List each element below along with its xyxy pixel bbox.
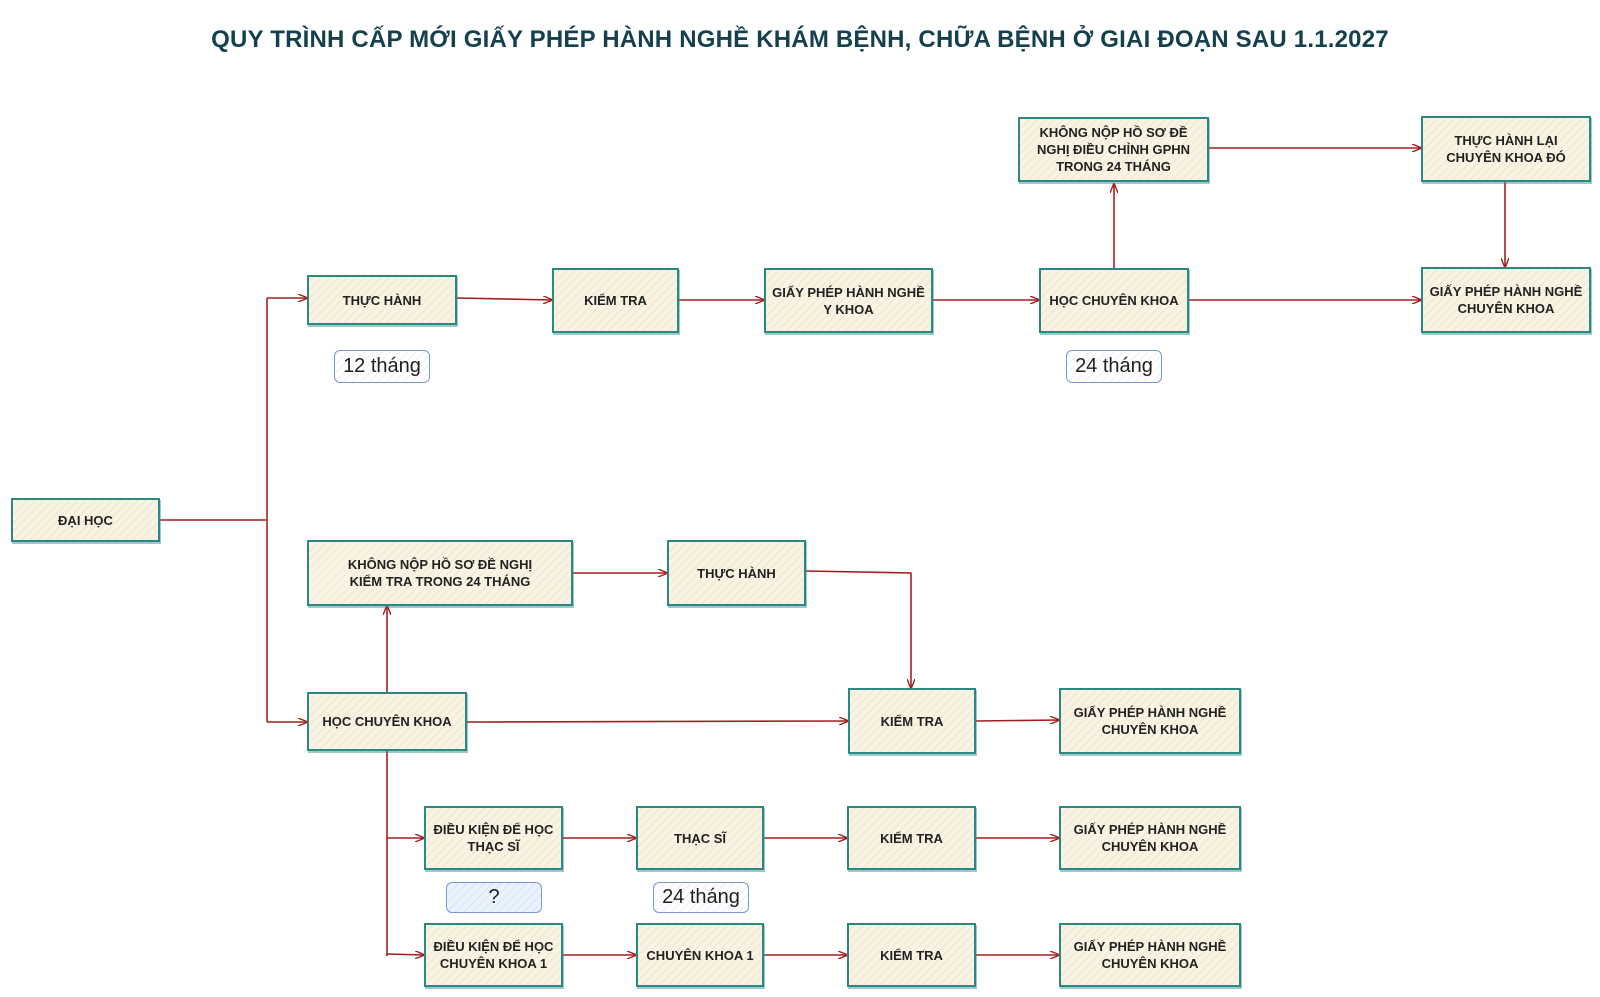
node-khong-nop-kiem-tra: KHÔNG NỘP HỒ SƠ ĐỀ NGHỊ KIỂM TRA TRONG 2… [307, 540, 573, 606]
node-kiem-tra-ck1: KIỂM TRA [847, 923, 976, 987]
node-label: THỰC HÀNH LẠI CHUYÊN KHOA ĐÓ [1446, 133, 1566, 165]
node-hoc-chuyen-khoa-mid: HỌC CHUYÊN KHOA [307, 692, 467, 751]
node-label: ĐIỀU KIỆN ĐỂ HỌC CHUYÊN KHOA 1 [433, 939, 554, 971]
node-label: GIẤY PHÉP HÀNH NGHỀ CHUYÊN KHOA [1429, 284, 1583, 316]
node-gphn-chuyen-khoa-ck1: GIẤY PHÉP HÀNH NGHỀ CHUYÊN KHOA [1059, 923, 1241, 987]
node-label: HỌC CHUYÊN KHOA [322, 714, 452, 729]
edge-hocck-kiemtra-mid [466, 721, 848, 722]
node-chuyen-khoa-1: CHUYÊN KHOA 1 [636, 923, 764, 987]
node-hoc-chuyen-khoa-top: HỌC CHUYÊN KHOA [1039, 268, 1189, 333]
node-kiem-tra-ts: KIỂM TRA [847, 806, 976, 870]
node-label: THỰC HÀNH [697, 565, 776, 581]
node-kiem-tra-top: KIỂM TRA [552, 268, 679, 333]
node-label: GIẤY PHÉP HÀNH NGHỀ Y KHOA [772, 284, 925, 317]
node-label: KHÔNG NỘP HỒ SƠ ĐỀ NGHỊ ĐIỀU CHỈNH GPHN … [1036, 125, 1191, 174]
node-thuc-hanh-top: THỰC HÀNH [307, 275, 457, 325]
node-gphn-chuyen-khoa-ts: GIẤY PHÉP HÀNH NGHỀ CHUYÊN KHOA [1059, 806, 1241, 870]
node-gphn-chuyen-khoa-mid: GIẤY PHÉP HÀNH NGHỀ CHUYÊN KHOA [1059, 688, 1241, 754]
node-label: HỌC CHUYÊN KHOA [1049, 293, 1179, 308]
node-kiem-tra-mid: KIỂM TRA [848, 688, 976, 754]
node-dai-hoc: ĐẠI HỌC [11, 498, 160, 542]
node-dieu-kien-ck1: ĐIỀU KIỆN ĐỂ HỌC CHUYÊN KHOA 1 [424, 923, 563, 987]
duration-note-thac-si: 24 tháng [653, 882, 749, 913]
edge-thuchanh-kiemtra [456, 298, 552, 300]
edge-down-to-dkck1 [386, 954, 424, 955]
node-gphn-y-khoa: GIẤY PHÉP HÀNH NGHỀ Y KHOA [764, 268, 933, 333]
node-label: ĐẠI HỌC [58, 512, 113, 528]
node-label: ĐIỀU KIỆN ĐỂ HỌC THẠC SĨ [433, 822, 554, 854]
node-khong-nop-dieu-chinh: KHÔNG NỘP HỒ SƠ ĐỀ NGHỊ ĐIỀU CHỈNH GPHN … [1018, 117, 1209, 182]
node-label: KIỂM TRA [880, 830, 943, 846]
node-label: GIẤY PHÉP HÀNH NGHỀ CHUYÊN KHOA [1073, 705, 1227, 737]
duration-note-hoc-chuyen-khoa: 24 tháng [1066, 350, 1162, 383]
node-thuc-hanh-mid: THỰC HÀNH [667, 540, 806, 606]
node-thuc-hanh-lai: THỰC HÀNH LẠI CHUYÊN KHOA ĐÓ [1421, 116, 1591, 182]
node-gphn-chuyen-khoa-top: GIẤY PHÉP HÀNH NGHỀ CHUYÊN KHOA [1421, 267, 1591, 333]
node-label: KIỂM TRA [880, 947, 943, 963]
duration-note-thuc-hanh: 12 tháng [334, 350, 430, 383]
node-label: THỰC HÀNH [342, 292, 422, 308]
node-label: GIẤY PHÉP HÀNH NGHỀ CHUYÊN KHOA [1073, 822, 1227, 854]
edge-kiemtra-gphnck-mid [975, 720, 1059, 721]
diagram-title: QUY TRÌNH CẤP MỚI GIẤY PHÉP HÀNH NGHỀ KH… [211, 26, 1389, 53]
node-dieu-kien-thac-si: ĐIỀU KIỆN ĐỂ HỌC THẠC SĨ [424, 806, 563, 870]
node-label: KHÔNG NỘP HỒ SƠ ĐỀ NGHỊ KIỂM TRA TRONG 2… [347, 557, 533, 589]
edge-thuchanh-kiemtra-mid [805, 570, 911, 688]
node-label: KIỂM TRA [880, 713, 944, 729]
duration-note-dieu-kien-thac-si: ? [446, 882, 542, 913]
node-label: GIẤY PHÉP HÀNH NGHỀ CHUYÊN KHOA [1073, 939, 1227, 971]
node-label: KIỂM TRA [584, 293, 647, 308]
node-label: CHUYÊN KHOA 1 [646, 947, 754, 963]
node-thac-si: THẠC SĨ [636, 806, 764, 870]
node-label: THẠC SĨ [674, 830, 726, 846]
